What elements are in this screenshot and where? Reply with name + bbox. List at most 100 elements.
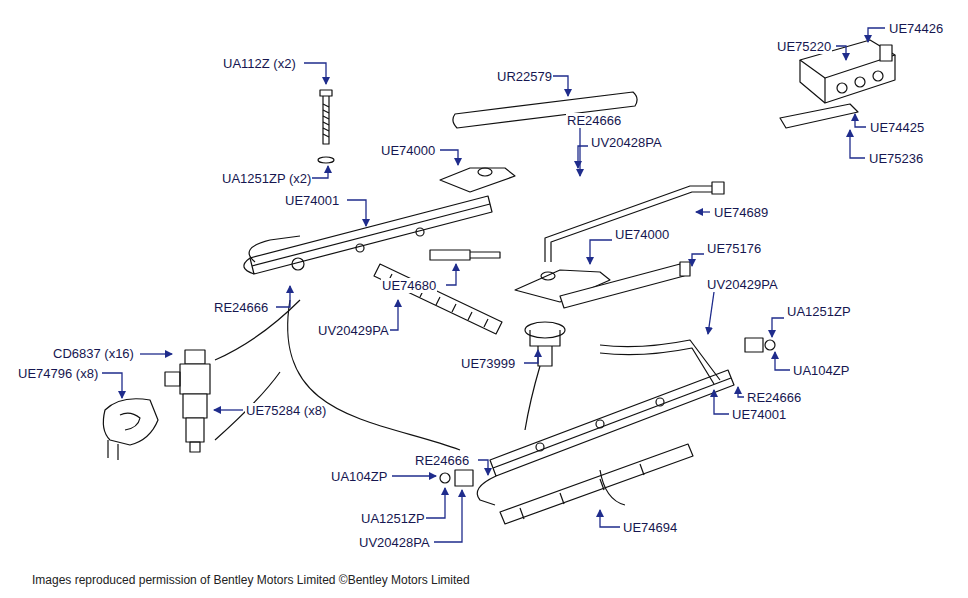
part-number: UE74001 xyxy=(284,193,340,208)
part-number: RE24666 xyxy=(213,300,269,315)
part-drawing-part xyxy=(493,378,731,468)
part-drawing-part xyxy=(120,413,140,430)
part-drawing-part xyxy=(520,464,644,519)
leader-arrows-part xyxy=(434,490,462,542)
leader-arrows-part xyxy=(775,352,790,370)
leader-arrows-part xyxy=(304,63,326,84)
leader-arrows-part xyxy=(579,128,580,176)
part-number: UE74000 xyxy=(380,143,436,158)
part-drawing-part xyxy=(596,420,604,428)
part-drawing-part xyxy=(600,348,714,384)
part-drawing-part xyxy=(478,168,492,176)
part-drawing-part xyxy=(600,470,625,505)
part-drawing-part xyxy=(530,330,560,346)
part-drawing-part xyxy=(288,300,460,450)
part-drawing-part xyxy=(186,418,204,442)
leader-arrows xyxy=(102,28,885,542)
part-number: UE75176 xyxy=(706,241,762,256)
part-number: UE75284 (x8) xyxy=(245,403,327,418)
part-drawing-part xyxy=(541,272,555,280)
part-drawing-part xyxy=(440,473,450,483)
part-drawing-part xyxy=(477,476,496,505)
copyright-caption: Images reproduced permission of Bentley … xyxy=(32,573,470,587)
part-number: UA1251ZP xyxy=(360,511,426,526)
part-number: UV20429PA xyxy=(706,277,779,292)
part-drawing-part xyxy=(320,90,332,144)
leader-arrows-part xyxy=(140,353,172,354)
part-drawing-part xyxy=(440,168,515,192)
leader-arrows-part xyxy=(696,211,710,212)
part-drawing-part xyxy=(430,250,500,260)
part-number: RE24666 xyxy=(746,390,802,405)
part-drawing-part xyxy=(103,399,158,445)
part-drawing-part xyxy=(180,364,210,394)
part-drawing-part xyxy=(880,45,892,61)
part-number: UE74689 xyxy=(713,205,769,220)
part-number: UR22579 xyxy=(496,69,553,84)
part-drawing-part xyxy=(183,394,207,418)
part-drawing-part xyxy=(780,104,858,128)
part-drawing-part xyxy=(108,440,118,460)
part-number: UA1251ZP (x2) xyxy=(221,171,312,186)
part-drawing-part xyxy=(455,470,473,486)
leader-arrows-part xyxy=(772,318,784,337)
leader-arrows-part xyxy=(276,286,290,307)
leader-arrows-part xyxy=(440,150,458,165)
part-number: UA104ZP xyxy=(792,363,850,378)
leader-arrows-part xyxy=(347,200,366,226)
leader-arrows-part xyxy=(478,460,488,475)
part-number: UA104ZP xyxy=(330,469,388,484)
part-drawing-part xyxy=(323,104,329,137)
part-number: UE74796 (x8) xyxy=(17,366,99,381)
part-drawing-part xyxy=(190,442,200,452)
part-drawing-part xyxy=(500,444,693,524)
leader-arrows-part xyxy=(552,76,568,96)
part-drawing-part xyxy=(600,340,720,380)
part-drawing-part xyxy=(837,83,847,93)
part-number: UE74001 xyxy=(731,407,787,422)
leader-arrows-part xyxy=(836,46,846,60)
part-drawing xyxy=(103,40,895,524)
part-drawing-part xyxy=(765,340,775,350)
part-drawing-part xyxy=(656,398,664,406)
part-drawing-part xyxy=(538,346,552,366)
part-drawing-part xyxy=(873,71,883,81)
leader-arrows-part xyxy=(102,373,122,398)
part-number: UE74694 xyxy=(622,520,678,535)
part-drawing-part xyxy=(416,228,424,236)
leader-arrows-part xyxy=(424,488,445,518)
part-drawing-part xyxy=(356,244,364,252)
part-drawing-part xyxy=(680,262,690,276)
part-drawing-part xyxy=(453,92,637,128)
part-drawing-part xyxy=(249,236,300,262)
leader-arrows-part xyxy=(868,28,885,42)
part-drawing-part xyxy=(712,182,724,194)
part-number: UE74000 xyxy=(614,227,670,242)
leader-arrows-part xyxy=(524,350,538,363)
leader-arrows-part xyxy=(446,264,456,285)
part-number: UE74425 xyxy=(869,120,925,135)
leader-arrows-part xyxy=(600,510,620,527)
part-drawing-part xyxy=(545,186,712,262)
part-number: UE73999 xyxy=(460,356,516,371)
leader-arrows-part xyxy=(738,387,744,397)
part-drawing-part xyxy=(745,338,763,352)
part-number: UE75220 xyxy=(776,39,832,54)
part-number: UA1251ZP xyxy=(786,304,852,319)
part-number: UE75236 xyxy=(868,151,924,166)
leader-arrows-part xyxy=(392,475,436,476)
part-number: RE24666 xyxy=(414,453,470,468)
part-drawing-part xyxy=(374,264,502,334)
part-drawing-part xyxy=(525,322,565,338)
leader-arrows-part xyxy=(714,390,729,414)
part-drawing-part xyxy=(525,366,540,430)
part-number: CD6837 (x16) xyxy=(52,346,135,361)
leader-arrows-part xyxy=(590,240,612,264)
part-drawing-part xyxy=(551,192,712,262)
leader-arrows-part xyxy=(850,130,865,158)
part-number: RE24666 xyxy=(566,113,622,128)
leader-arrows-part xyxy=(692,254,704,266)
part-number: UE74680 xyxy=(381,278,437,293)
part-drawing-part xyxy=(165,372,180,386)
